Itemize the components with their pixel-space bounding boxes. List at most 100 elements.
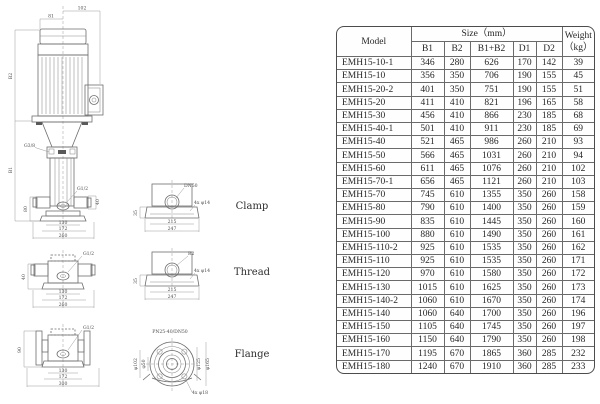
value-cell: 706	[469, 69, 514, 84]
value-cell: 103	[561, 174, 594, 190]
value-cell: 670	[443, 346, 471, 361]
value-cell: 142	[535, 55, 563, 71]
value-cell: 501	[410, 122, 445, 137]
clamp-dim-247: 247	[168, 226, 177, 232]
col-header-d1: D1	[512, 41, 537, 57]
value-cell: 165	[535, 95, 563, 110]
value-cell: 410	[443, 108, 471, 124]
value-cell: 835	[410, 214, 445, 229]
flange-dim-90-label: 90	[17, 347, 23, 353]
value-cell: 1535	[469, 240, 514, 256]
value-cell: 285	[535, 359, 563, 373]
value-cell: 285	[535, 346, 563, 361]
value-cell: 1076	[469, 161, 514, 176]
value-cell: 68	[561, 108, 594, 124]
dim-b1-label: B1	[8, 167, 14, 173]
thread-holes-label: 4x φ14	[194, 268, 210, 274]
motor-fins	[41, 57, 83, 114]
spec-table: Model Size（mm） Weight（kg） B1 B2 B1+B2 D1…	[337, 27, 594, 373]
value-cell: 350	[512, 280, 537, 295]
value-cell: 925	[410, 254, 445, 269]
g38-port-label: G3/8	[24, 143, 35, 149]
detail-flange-view: PN25-40/DN50 φ50 φ102 φ125 φ165 4x φ18 F…	[133, 329, 270, 396]
value-cell: 196	[561, 306, 594, 322]
value-cell: 94	[561, 148, 594, 163]
value-cell: 866	[469, 108, 514, 124]
value-cell: 158	[561, 188, 594, 203]
value-cell: 230	[512, 108, 537, 124]
value-cell: 1195	[410, 346, 445, 361]
value-cell: 1580	[469, 267, 514, 282]
value-cell: 350	[512, 293, 537, 308]
value-cell: 260	[535, 306, 563, 322]
value-cell: 401	[410, 82, 445, 97]
clamp-dim-35-label: 35	[133, 210, 139, 216]
thread-dim-130: 130	[59, 289, 68, 295]
spec-table-container: Model Size（mm） Weight（kg） B1 B2 B1+B2 D1…	[336, 26, 595, 374]
value-cell: 260	[535, 188, 563, 203]
thread-dim-35-label: 35	[133, 278, 139, 284]
value-cell: 1490	[469, 227, 514, 242]
model-cell: EMH15-40-1	[337, 122, 412, 137]
col-header-b2: B2	[443, 41, 471, 57]
value-cell: 162	[561, 240, 594, 256]
value-cell: 350	[512, 214, 537, 229]
dim-172-label: 172	[59, 226, 68, 232]
clamp-dim-215: 215	[168, 219, 177, 225]
value-cell: 1355	[469, 188, 514, 203]
value-cell: 350	[443, 82, 471, 97]
value-cell: 411	[410, 95, 445, 110]
model-cell: EMH15-130	[337, 280, 412, 295]
col-header-b1b2: B1+B2	[469, 41, 514, 57]
value-cell: 925	[410, 240, 445, 256]
model-cell: EMH15-140-2	[337, 293, 412, 308]
model-cell: EMH15-20-2	[337, 82, 412, 97]
value-cell: 260	[535, 214, 563, 229]
value-cell: 260	[535, 333, 563, 348]
flange-dim-172: 172	[59, 374, 68, 380]
model-cell: EMH15-90	[337, 214, 412, 229]
value-cell: 360	[512, 346, 537, 361]
value-cell: 190	[512, 69, 537, 84]
value-cell: 260	[512, 135, 537, 150]
value-cell: 350	[512, 306, 537, 322]
flange-dim-130: 130	[59, 368, 68, 374]
value-cell: 821	[469, 95, 514, 110]
model-cell: EMH15-20	[337, 95, 412, 110]
value-cell: 39	[561, 55, 594, 71]
value-cell: 640	[443, 320, 471, 335]
value-cell: 456	[410, 108, 445, 124]
model-cell: EMH15-100	[337, 227, 412, 242]
value-cell: 610	[443, 240, 471, 256]
value-cell: 196	[512, 95, 537, 110]
value-cell: 751	[469, 82, 514, 97]
detail-thread-view: R2 4x φ14 35 215 247 Thread	[133, 248, 271, 300]
value-cell: 51	[561, 82, 594, 97]
value-cell: 970	[410, 267, 445, 282]
model-cell: EMH15-10	[337, 69, 412, 84]
value-cell: 260	[535, 267, 563, 282]
value-cell: 1865	[469, 346, 514, 361]
model-cell: EMH15-80	[337, 201, 412, 216]
flange-holes-label: 4x φ18	[192, 390, 208, 396]
model-cell: EMH15-110	[337, 254, 412, 269]
value-cell: 610	[443, 280, 471, 295]
value-cell: 190	[512, 82, 537, 97]
value-cell: 185	[535, 122, 563, 137]
value-cell: 465	[443, 148, 471, 163]
value-cell: 1060	[410, 293, 445, 308]
flange-dia4-label: φ165	[205, 358, 211, 370]
value-cell: 880	[410, 227, 445, 242]
flange-dia2-label: φ102	[133, 358, 139, 370]
model-cell: EMH15-10-1	[337, 55, 412, 71]
